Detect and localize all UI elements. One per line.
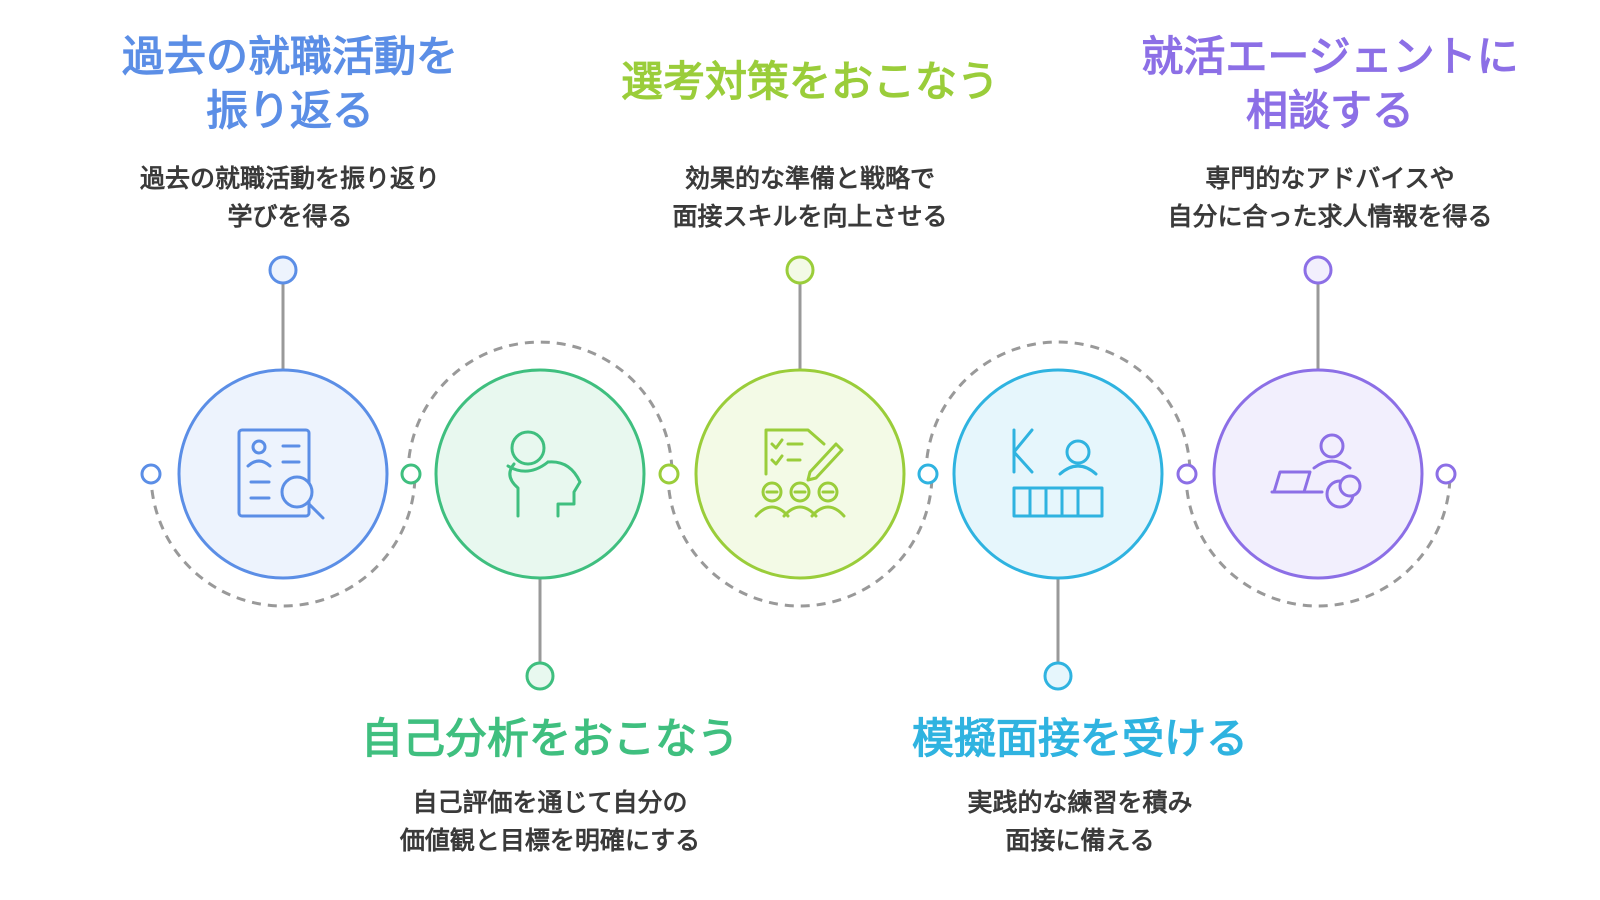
consultant-head [1319, 433, 1345, 459]
step-4-description: 実践的な練習を積み 面接に備える [820, 784, 1340, 860]
step-1-title: 過去の就職活動を 振り返る [40, 30, 540, 138]
step-1-connector-dot [268, 255, 298, 285]
check-1 [770, 438, 784, 450]
step-1-title-line-1: 過去の就職活動を [121, 32, 458, 81]
team-body-3 [810, 505, 846, 518]
junction-dot-6 [1435, 463, 1457, 485]
step-1-circle [177, 368, 389, 580]
junction-dot-4 [917, 463, 939, 485]
step-5-desc-line-2: 自分に合った求人情報を得る [1167, 202, 1493, 231]
junction-dot-1 [140, 463, 162, 485]
resume-search-icon [237, 428, 325, 520]
step-5-description: 専門的なアドバイスや 自分に合った求人情報を得る [1070, 160, 1590, 236]
step-4-desc-line-2: 面接に備える [1005, 826, 1155, 855]
head-profile [508, 460, 582, 518]
step-3-circle [694, 368, 906, 580]
step-4-title-line-1: 模擬面接を受ける [911, 714, 1248, 763]
step-2-title-line-1: 自己分析をおこなう [360, 714, 739, 763]
checklist-sheet [764, 428, 826, 476]
step-3-title-line-1: 選考対策をおこなう [620, 57, 999, 106]
step-3-desc-line-1: 効果的な準備と戦略で [684, 164, 935, 193]
step-1-description: 過去の就職活動を振り返り 学びを得る [40, 160, 540, 236]
resume-person-head [251, 439, 267, 455]
step-4-connector-dot [1043, 661, 1073, 691]
step-4-title: 模擬面接を受ける [820, 712, 1340, 766]
consultant-body [1312, 459, 1352, 470]
step-2-desc-line-1: 自己評価を通じて自分の [412, 788, 688, 817]
presenter-body [1058, 464, 1098, 476]
junction-dot-2 [400, 463, 422, 485]
junction-dot-5 [1176, 463, 1198, 485]
checklist-team-icon [754, 428, 846, 518]
magnifier-handle [306, 501, 325, 520]
resume-person-body [246, 459, 272, 468]
step-3-connector-dot [785, 255, 815, 285]
step-4-circle [952, 368, 1164, 580]
step-3-desc-line-2: 面接スキルを向上させる [672, 202, 948, 231]
step-1-desc-line-1: 過去の就職活動を振り返り [139, 164, 440, 193]
step-2-connector-dot [525, 661, 555, 691]
laptop-consultant-icon [1270, 433, 1362, 509]
step-5-desc-line-1: 専門的なアドバイスや [1205, 164, 1455, 193]
step-1-desc-line-2: 学びを得る [227, 202, 353, 231]
step-4-desc-line-1: 実践的な練習を積み [967, 788, 1193, 817]
team-head-2 [789, 481, 811, 503]
head-profile-icon [506, 430, 582, 518]
presenter-head [1065, 439, 1091, 465]
step-3-description: 効果的な準備と戦略で 面接スキルを向上させる [550, 160, 1070, 236]
team-head-3 [817, 481, 839, 503]
team-head-1 [761, 481, 783, 503]
step-5-title-line-1: 就活エージェントに [1141, 32, 1519, 81]
step-5-circle [1212, 368, 1424, 580]
person-head [510, 430, 546, 466]
step-5-title-line-2: 相談する [1245, 86, 1414, 135]
audience-table [1012, 486, 1104, 518]
junction-dot-3 [658, 463, 680, 485]
board-pointer [1012, 428, 1034, 474]
step-5-connector-dot [1303, 255, 1333, 285]
step-1-title-line-2: 振り返る [205, 86, 374, 135]
step-2-desc-line-2: 価値観と目標を明確にする [399, 826, 701, 855]
step-5-title: 就活エージェントに 相談する [1070, 30, 1590, 138]
user-head-b [1338, 474, 1362, 498]
magnifier-lens [280, 475, 314, 509]
step-2-description: 自己評価を通じて自分の 価値観と目標を明確にする [290, 784, 810, 860]
resume-sheet [237, 428, 311, 518]
check-2 [770, 454, 784, 466]
pencil [806, 442, 844, 482]
step-2-circle [434, 368, 646, 580]
step-3-title: 選考対策をおこなう [550, 55, 1070, 109]
step-2-title: 自己分析をおこなう [290, 712, 810, 766]
interview-presentation-icon [1012, 428, 1104, 518]
